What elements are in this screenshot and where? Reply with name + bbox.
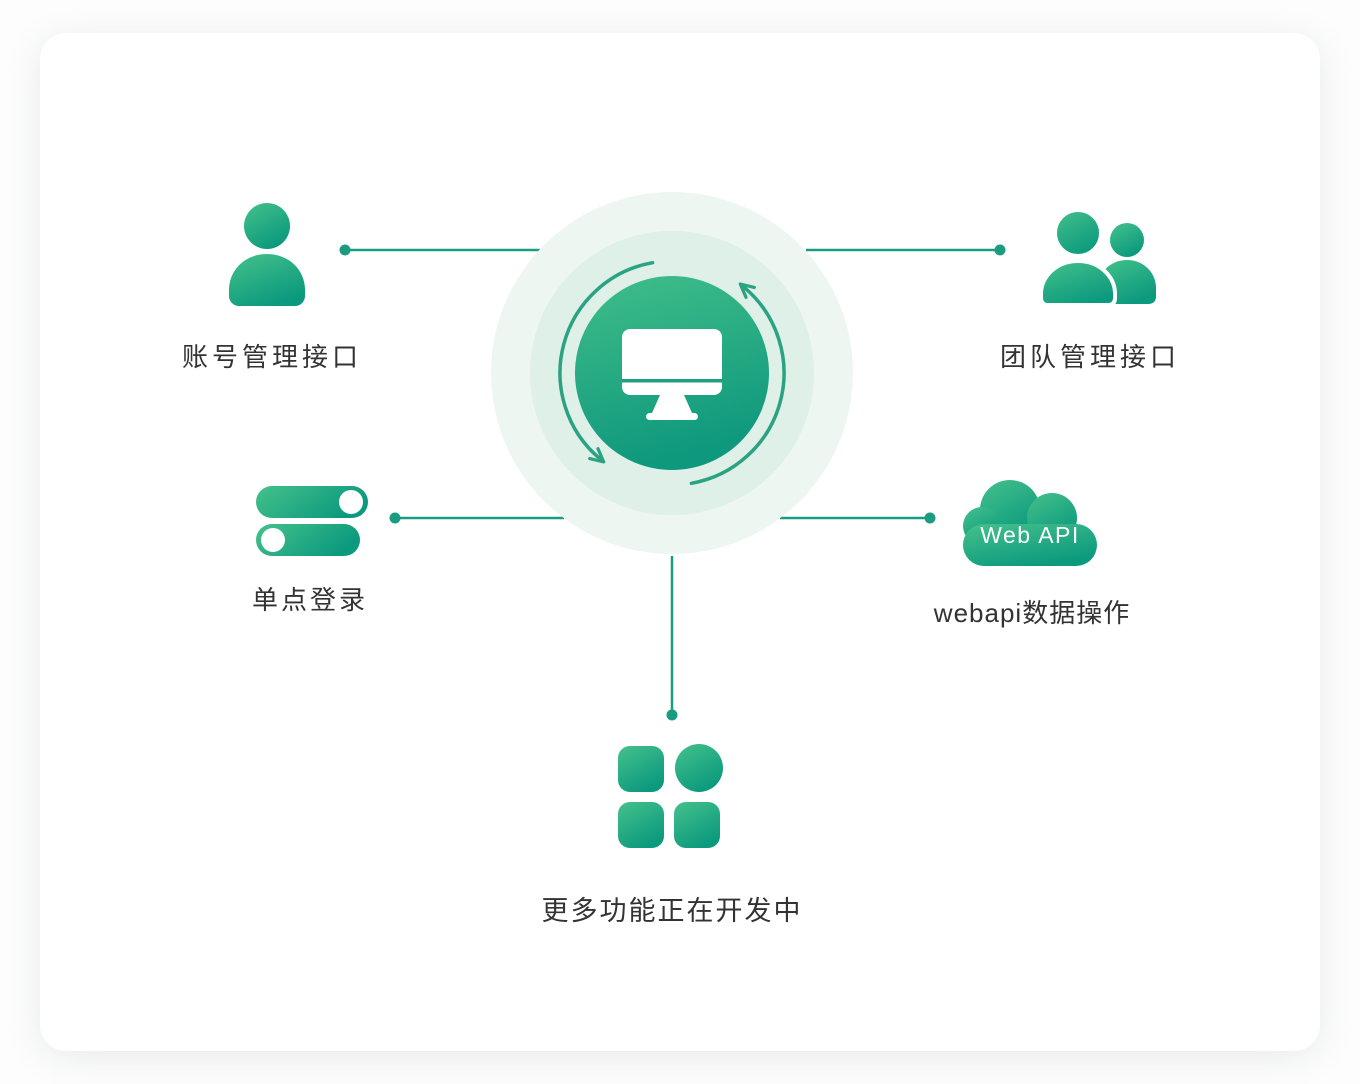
account-label: 账号管理接口 — [181, 342, 362, 372]
apps-grid-icon — [618, 744, 723, 848]
monitor-icon — [622, 329, 722, 420]
team-label: 团队管理接口 — [999, 342, 1180, 372]
connector-webapi-dot — [924, 512, 936, 524]
connector-account-dot — [339, 244, 351, 256]
sync-arrows-icon — [558, 260, 786, 486]
web-api-badge: Web API — [980, 522, 1080, 548]
team-icon — [1039, 208, 1156, 306]
connector-sso-dot — [389, 512, 401, 524]
center-hub — [491, 192, 853, 554]
toggle-switches-icon — [256, 486, 368, 556]
user-icon — [229, 203, 305, 306]
webapi-label: webapi数据操作 — [933, 598, 1131, 628]
sso-label: 单点登录 — [251, 585, 368, 615]
connector-team-dot — [994, 244, 1006, 256]
connector-more-dot — [666, 709, 678, 721]
more-label: 更多功能正在开发中 — [541, 896, 803, 926]
cloud-icon — [963, 480, 1097, 566]
